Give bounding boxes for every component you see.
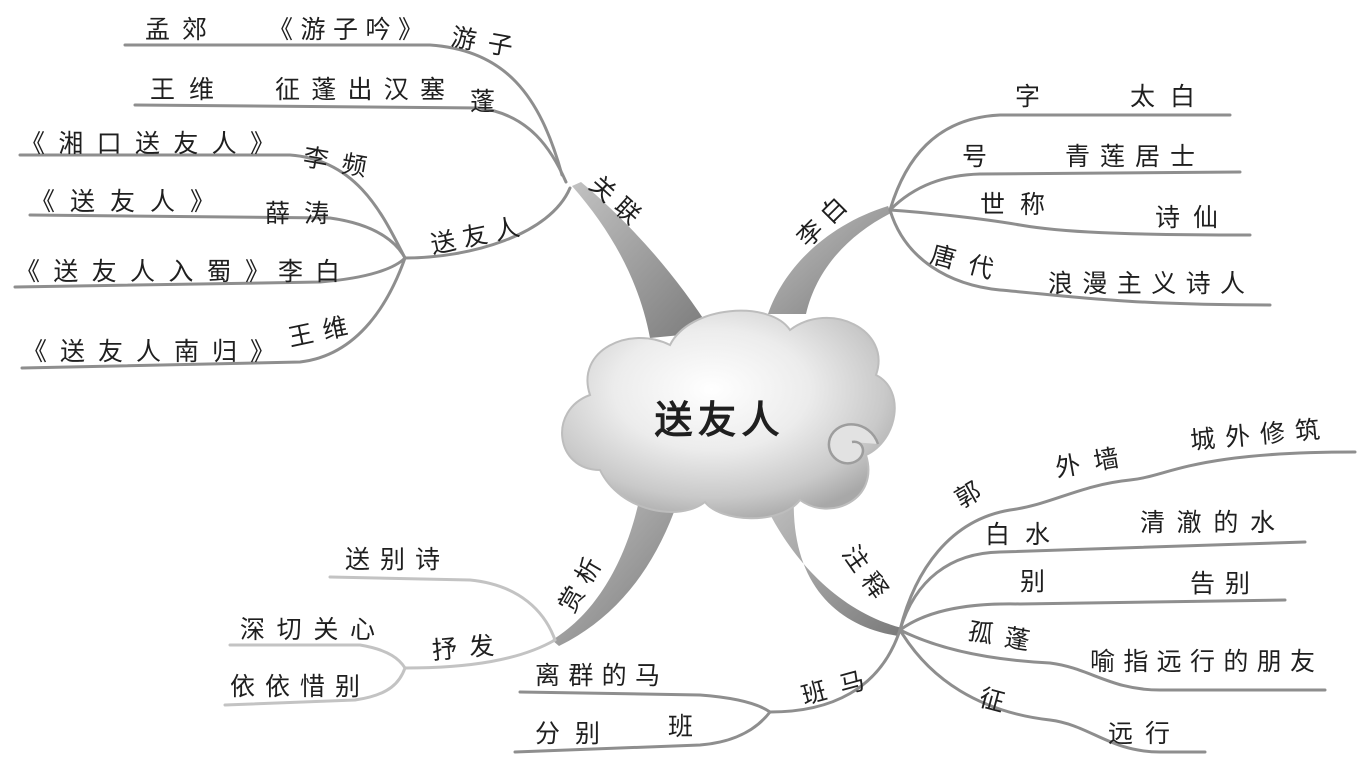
ban-char: 班 [668,712,693,741]
peng-author: 王维 [150,75,214,104]
poem-author: 李频 [301,142,369,182]
connector-xuetao [30,215,405,258]
banma-label: 班马 [798,666,867,711]
banma-meaning: 离群的马 [535,661,660,690]
connector-bie [900,600,1285,630]
guo-key: 外墙 [1053,443,1121,483]
libai-value: 太白 [1130,82,1195,111]
libai-key: 唐代 [927,240,996,285]
peng-line: 征蓬出汉塞 [275,75,445,104]
libai-value: 青莲居士 [1065,142,1195,171]
branch-label-zhushi: 注释 [836,540,893,604]
center-title: 送友人 [655,398,780,442]
poem-work: 《送友人南归》 [22,337,275,366]
zhushi-value: 清澈的水 [1140,508,1275,537]
zhushi-value: 远行 [1108,719,1170,748]
connector-hao [890,172,1240,210]
zhushi-value: 告别 [1190,569,1250,598]
zhushi-value: 喻指远行的朋友 [1090,647,1315,676]
connector-shenqie [230,645,405,668]
peng-label: 蓬 [470,87,495,116]
guo-value: 城外修筑 [1189,415,1321,455]
youzi-work: 《游子吟》 [268,15,423,44]
shangxi-genre: 送别诗 [345,545,440,574]
songyouren-label: 送友人 [428,212,522,259]
zhushi-key: 别 [1020,567,1045,596]
connector-banma [770,630,900,712]
poem-work: 《送友人》 [30,187,215,216]
libai-key: 号 [962,142,987,171]
zhushi-key: 征 [976,683,1008,717]
youzi-author: 孟郊 [145,15,207,44]
connector-liqun [520,692,770,712]
branch-zhushi [762,494,902,636]
poem-author: 王维 [286,312,351,353]
zhushi-key: 白水 [985,520,1050,549]
libai-key: 字 [1015,82,1040,111]
libai-key: 世称 [980,190,1045,219]
libai-value: 浪漫主义诗人 [1048,269,1245,298]
shufa-item: 依依惜别 [230,672,360,701]
poem-work: 《送友人入蜀》 [15,257,270,286]
ban-meaning: 分别 [535,719,600,748]
poem-author: 薛涛 [265,199,329,228]
shufa-label: 抒发 [431,631,495,665]
guo-label: 郭 [950,476,986,514]
libai-value: 诗仙 [1155,203,1218,232]
zhushi-key: 孤蓬 [966,616,1032,655]
youzi-label: 游子 [449,22,515,61]
shufa-item: 深切关心 [240,615,375,644]
